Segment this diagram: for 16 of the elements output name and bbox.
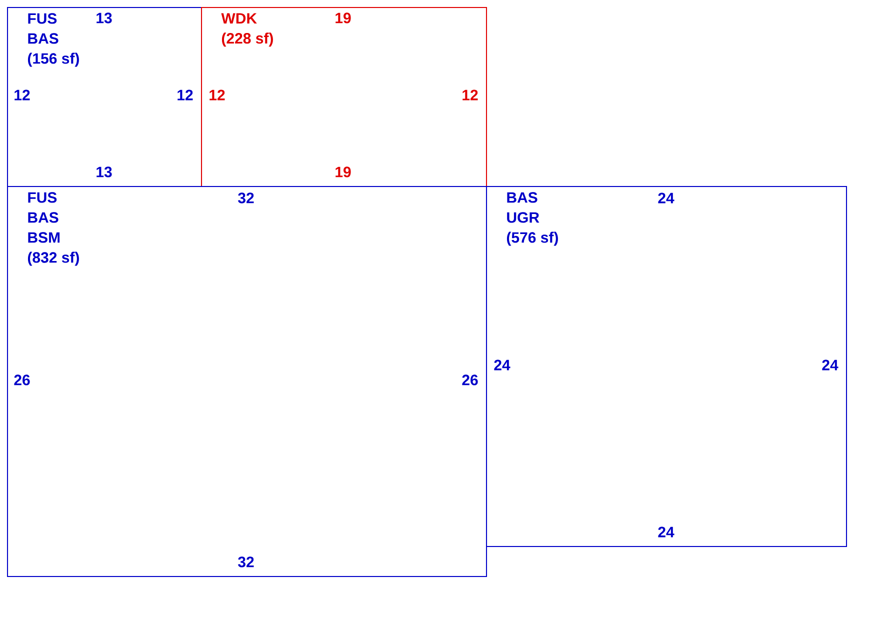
dimension-label: 24 [658,192,674,204]
dimension-label: 12 [14,90,30,100]
dimension-label: 32 [238,556,254,568]
dimension-label: 32 [238,192,254,204]
dimension-label: 24 [658,526,674,538]
dimension-label: 12 [178,90,193,100]
dimension-label: 13 [96,166,112,178]
dimension-label: 24 [494,360,510,370]
dimension-label: 24 [822,360,838,370]
dimension-label: 26 [462,374,478,386]
dimension-label: 26 [14,374,30,386]
dimension-label: 19 [336,166,351,178]
dimension-label: 12 [462,90,478,100]
dimension-label: 19 [336,12,351,24]
dimension-label: 12 [210,90,225,100]
dimension-label: 13 [96,12,112,24]
